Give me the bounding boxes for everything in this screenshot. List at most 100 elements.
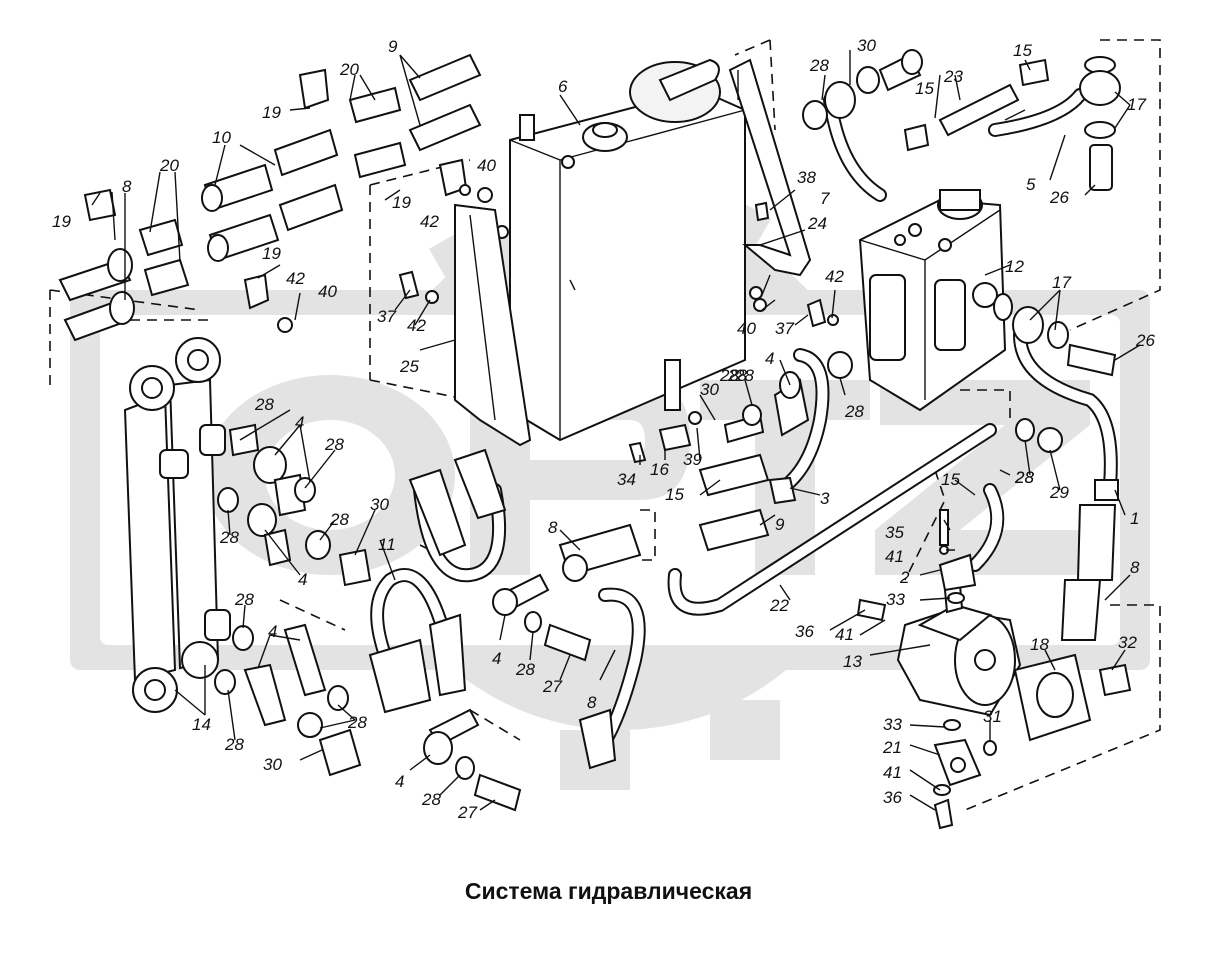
callout-label: 42: [420, 212, 439, 231]
callout-label: 37: [377, 307, 396, 326]
callout-label: 34: [617, 470, 636, 489]
callout-label: 9: [775, 515, 785, 534]
callout-label: 24: [807, 214, 827, 233]
callout-label: 28: [844, 402, 864, 421]
callout-label: 28: [1014, 468, 1034, 487]
callout-label: 28: [254, 395, 274, 414]
callout-label: 4: [298, 570, 307, 589]
callout-label: 40: [318, 282, 337, 301]
callout-label: 42: [407, 316, 426, 335]
callout-label: 36: [795, 622, 814, 641]
callout-label: 1: [1130, 509, 1139, 528]
callout-label: 4: [492, 649, 501, 668]
callout-label: 28: [224, 735, 244, 754]
callout-label: 33: [883, 715, 902, 734]
callout-label: 8: [1130, 558, 1140, 577]
callout-label: 28: [515, 660, 535, 679]
callout-label: 30: [857, 36, 876, 55]
callout-label: 28: [219, 528, 239, 547]
callout-label: 28: [1014, 468, 1034, 487]
callout-label: 28: [809, 56, 829, 75]
callout-label: 6: [558, 77, 568, 96]
callout-label: 28: [719, 366, 739, 385]
callout-label: 42: [286, 269, 305, 288]
callout-label: 4: [395, 772, 404, 791]
callout-label: 36: [883, 788, 902, 807]
callout-label: 12: [1005, 257, 1024, 276]
callout-label: 41: [885, 547, 904, 566]
callout-label: 22: [769, 596, 789, 615]
control-valve: [858, 189, 1007, 412]
callout-label: 27: [457, 803, 477, 822]
callout-label: 8: [548, 518, 558, 537]
callout-label: 41: [883, 763, 902, 782]
callout-label: 9: [388, 37, 398, 56]
callout-label: 31: [983, 707, 1002, 726]
fittings-top-left: [58, 53, 493, 342]
tank-bracket: [454, 203, 532, 447]
callout-label: 29: [1049, 483, 1069, 502]
callout-label: 28: [421, 790, 441, 809]
hydraulic-pump: [856, 509, 1092, 830]
callout-label: 27: [542, 677, 562, 696]
tank-strap: [728, 58, 812, 277]
callout-label: 28: [234, 590, 254, 609]
callout-label: 5: [1026, 175, 1036, 194]
callout-label: 33: [886, 590, 905, 609]
callout-label: 17: [1127, 95, 1146, 114]
callout-label: 40: [477, 156, 496, 175]
callout-label: 28: [329, 510, 349, 529]
callout-label: 16: [650, 460, 669, 479]
callout-label: 15: [1013, 41, 1032, 60]
callout-label: 28: [727, 366, 747, 385]
callout-label: 15: [941, 470, 960, 489]
callout-label: 15: [915, 79, 934, 98]
callout-label: 42: [825, 267, 844, 286]
callout-label: 38: [797, 168, 816, 187]
callout-label: 18: [1030, 635, 1049, 654]
callout-label: 28: [347, 713, 367, 732]
callout-label: 11: [378, 535, 396, 554]
callout-label: 25: [399, 357, 419, 376]
callout-label: 30: [263, 755, 282, 774]
callout-labels: 1 2 3 4 4 4 4 4 4 5 6 7 8 8 8 8 9 9 10 1…: [52, 36, 1155, 822]
callout-label: 35: [885, 523, 904, 542]
callout-label: 17: [1052, 273, 1071, 292]
callout-label: 28: [324, 435, 344, 454]
callout-label: 7: [820, 189, 830, 208]
callout-label: 30: [700, 380, 719, 399]
callout-label: 4: [765, 349, 774, 368]
callout-label: 19: [262, 244, 281, 263]
callout-label: 30: [370, 495, 389, 514]
callout-label: 4: [268, 622, 277, 641]
callout-label: 41: [835, 625, 854, 644]
callout-label: 39: [683, 450, 702, 469]
hydraulic-cylinder: [123, 337, 231, 713]
callout-label: 10: [212, 128, 231, 147]
fittings-top-right: [802, 49, 1132, 697]
hoses-and-pipes: [370, 88, 1118, 757]
callout-label: 19: [52, 212, 71, 231]
callout-label: 20: [339, 60, 359, 79]
callout-label: 14: [192, 715, 211, 734]
callout-label: 15: [665, 485, 684, 504]
diagram-caption: Система гидравлическая: [464, 878, 753, 904]
callout-label: 37: [775, 319, 794, 338]
leader-lines: [91, 50, 1141, 811]
callout-label: 20: [159, 156, 179, 175]
callout-label: 2: [899, 568, 910, 587]
callout-label: 28: [734, 366, 754, 385]
callout-label: 3: [820, 489, 830, 508]
callout-label: 13: [843, 652, 862, 671]
oil-tank: [495, 58, 746, 442]
callout-label: 40: [737, 319, 756, 338]
callout-label: 4: [295, 413, 304, 432]
callout-label: 32: [1118, 633, 1137, 652]
callout-label: 23: [943, 67, 963, 86]
callout-label: 21: [882, 738, 902, 757]
callout-label: 8: [122, 177, 132, 196]
callout-label: 19: [262, 103, 281, 122]
callout-label: 26: [1135, 331, 1155, 350]
callout-label: 26: [1049, 188, 1069, 207]
